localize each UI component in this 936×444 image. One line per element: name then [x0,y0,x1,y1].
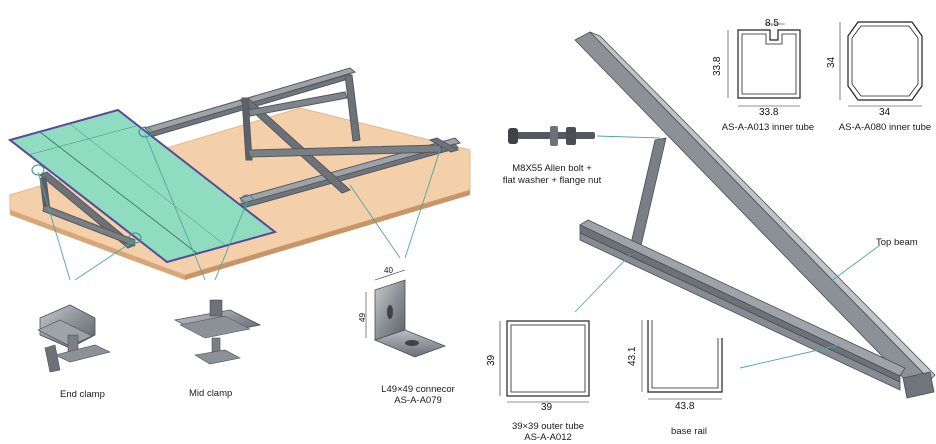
outer-tube-label-1: 39×39 outer tube [511,421,585,432]
clamp-markers [31,126,254,244]
inner-tube-a013-drawing [727,23,801,107]
top-beam [574,31,936,399]
rail-frame [39,67,461,249]
right-leader-lines [574,135,881,369]
outer-tube-label-2: AS-A-A012 [524,432,572,443]
top-beam-label: Top beam [876,237,918,248]
bolt-label-1: M8X55 Allen bolt + [512,163,592,174]
a080-height: 34 [826,56,837,68]
connector-dim-side: 49 [358,313,367,322]
connector-label-1: L49×49 connecor [381,384,455,395]
outer-tube-drawing [499,320,590,403]
base-rail-profile-drawing [641,320,723,400]
end-clamp-illustration [37,304,111,373]
mid-clamp-label: Mid clamp [189,388,233,399]
connector-label-2: AS-A-A079 [394,395,442,406]
base-rail-width: 43.8 [675,401,695,412]
bolt-label-2: flat washer + flange nut [502,175,602,186]
inner-tube-a080-label: AS-A-A080 inner tube [838,122,932,133]
base-rail-height: 43.1 [627,346,638,366]
a013-slot: 8.5 [765,18,779,29]
connector-dim-top: 40 [384,266,393,275]
mid-clamp-illustration [173,299,262,365]
outer-tube-width: 39 [541,402,553,413]
strut [628,137,667,253]
bolt-illustration [508,126,595,146]
a080-width: 34 [879,107,891,118]
left-leader-lines [37,133,441,281]
outer-tube-height: 39 [486,354,497,366]
l-connector-illustration [365,269,447,358]
a013-height: 33.8 [712,56,723,76]
inner-tube-a013-label: AS-A-A013 inner tube [721,122,815,133]
inner-tube-a080-drawing [839,21,923,107]
a013-width: 33.8 [759,107,779,118]
end-clamp-label: End clamp [60,389,105,400]
solar-panel [7,108,278,264]
base-rail-label: base rail [671,426,707,437]
base-rail-beam [579,219,906,391]
